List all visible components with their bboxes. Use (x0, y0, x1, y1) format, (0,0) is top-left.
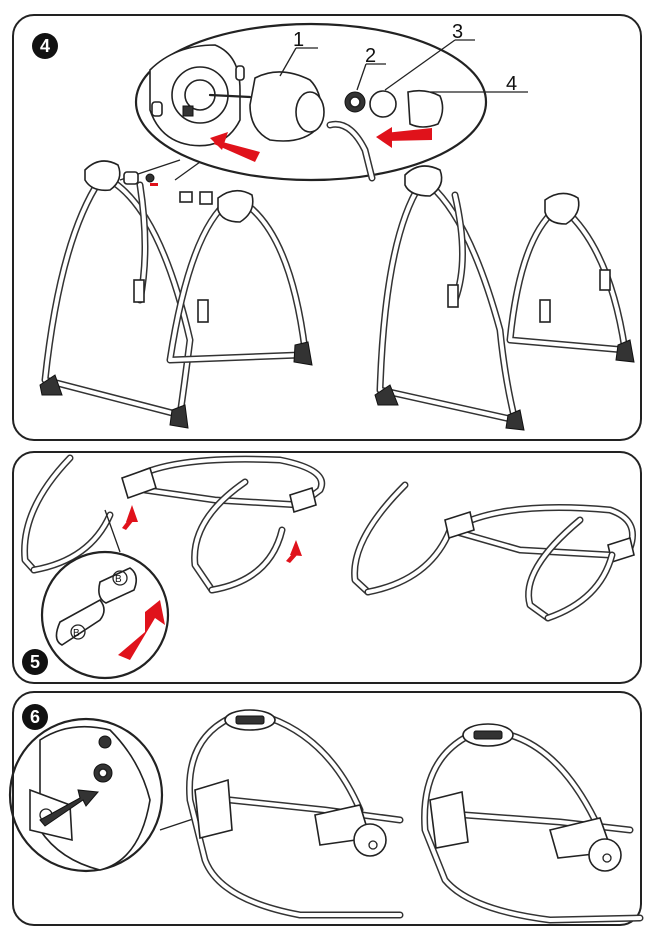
insert-arrow (39, 789, 100, 827)
callout-4: 4 (506, 73, 517, 95)
step-number-badge: 4 (32, 33, 58, 59)
insert-arrow (118, 600, 165, 660)
frame-left-exploded (39, 160, 313, 429)
callout-3: 3 (452, 21, 463, 43)
detail-zoom-circle (8, 717, 164, 873)
label-b-lower: B (73, 628, 80, 639)
detail-zoom-circle (40, 550, 170, 680)
part-3-ring (369, 90, 397, 118)
step-number-badge: 6 (22, 704, 48, 730)
detail-zoom-ellipse (134, 22, 488, 182)
assembly-arrow (214, 140, 260, 162)
assembly-arrow (385, 128, 432, 141)
callout-2: 2 (365, 45, 376, 67)
part-4-cover (407, 89, 444, 128)
frame-right-assembled (374, 165, 635, 431)
label-b-upper: B (115, 574, 122, 585)
callout-1: 1 (293, 29, 304, 51)
step-number-badge: 5 (22, 649, 48, 675)
